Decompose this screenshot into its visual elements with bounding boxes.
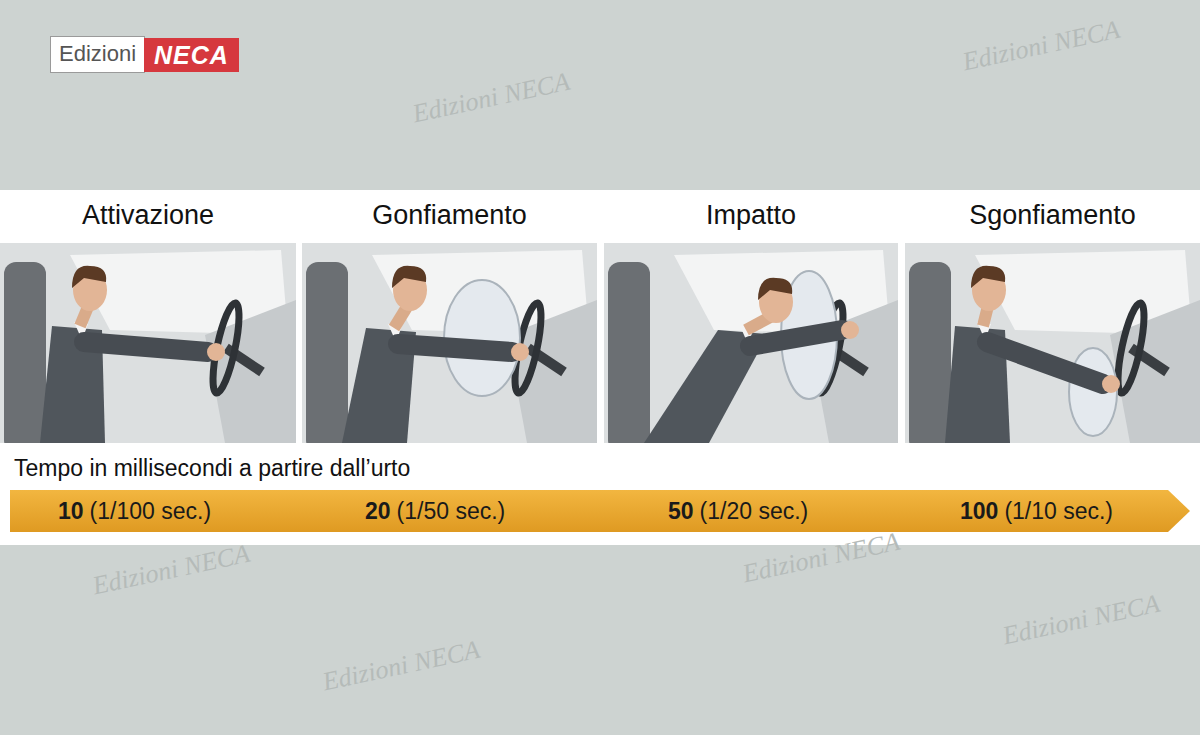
arm bbox=[398, 344, 512, 352]
timeline-bar bbox=[10, 490, 1190, 532]
hair bbox=[971, 266, 1005, 288]
arm bbox=[987, 342, 1103, 384]
logo-text: NECA bbox=[144, 38, 239, 72]
stage-panel: Attivazione bbox=[0, 196, 296, 443]
time-value: 20 bbox=[365, 498, 391, 524]
time-fraction: (1/100 sec.) bbox=[90, 498, 211, 524]
hand bbox=[841, 321, 859, 339]
watermark: Edizioni NECA bbox=[410, 67, 572, 130]
stage-illustration bbox=[0, 243, 296, 443]
watermark: Edizioni NECA bbox=[1000, 589, 1162, 652]
watermark: Edizioni NECA bbox=[320, 635, 482, 698]
airbag bbox=[444, 280, 520, 396]
time-fraction: (1/20 sec.) bbox=[700, 498, 809, 524]
time-fraction: (1/10 sec.) bbox=[1004, 498, 1113, 524]
arm bbox=[84, 342, 208, 352]
hair bbox=[758, 278, 792, 300]
logo-text: Edizioni bbox=[50, 36, 145, 73]
white-band bbox=[0, 190, 1200, 545]
time-value: 10 bbox=[58, 498, 84, 524]
time-value: 50 bbox=[668, 498, 694, 524]
stage-illustration bbox=[302, 243, 597, 443]
stage-title: Impatto bbox=[604, 200, 898, 231]
stage-panel: Impatto bbox=[604, 196, 898, 443]
dashboard bbox=[205, 300, 296, 443]
stage-illustration bbox=[905, 243, 1200, 443]
stage-illustration bbox=[604, 243, 898, 443]
time-fraction: (1/50 sec.) bbox=[397, 498, 506, 524]
stage-panel: Gonfiamento bbox=[302, 196, 597, 443]
dashboard bbox=[507, 300, 597, 443]
watermark: Edizioni NECA bbox=[90, 539, 252, 602]
timeline-arrow: 10(1/100 sec.) 20(1/50 sec.) 50(1/20 sec.)… bbox=[10, 490, 1190, 532]
stage-panel: Sgonfiamento bbox=[905, 196, 1200, 443]
seat bbox=[608, 262, 650, 443]
watermark: Edizioni NECA bbox=[960, 15, 1122, 78]
seat bbox=[306, 262, 348, 443]
hand bbox=[511, 343, 529, 361]
seat bbox=[909, 262, 951, 443]
arm bbox=[750, 330, 842, 346]
seat bbox=[4, 262, 46, 443]
hand bbox=[207, 343, 225, 361]
axis-title: Tempo in millisecondi a partire dall’urt… bbox=[14, 455, 410, 482]
hand bbox=[1102, 375, 1120, 393]
steering-wheel bbox=[208, 301, 245, 395]
hair bbox=[392, 266, 426, 288]
time-value: 100 bbox=[960, 498, 998, 524]
stage-title: Gonfiamento bbox=[302, 200, 597, 231]
dashboard bbox=[1110, 300, 1200, 443]
stage-title: Sgonfiamento bbox=[905, 200, 1200, 231]
hair bbox=[72, 266, 106, 288]
stage-title: Attivazione bbox=[0, 200, 296, 231]
